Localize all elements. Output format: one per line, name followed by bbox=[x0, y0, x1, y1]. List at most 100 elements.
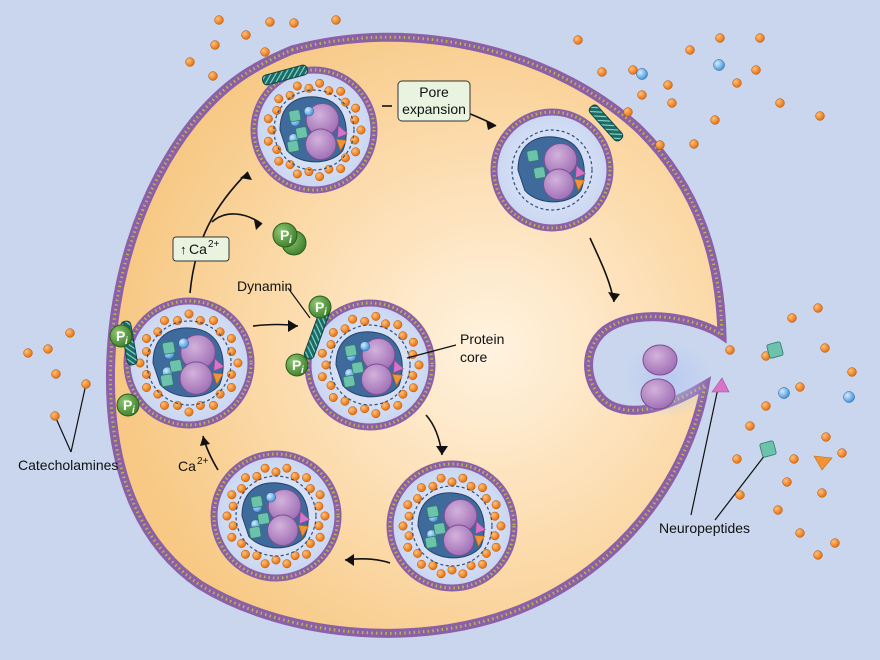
catecholamine-dot bbox=[314, 501, 324, 511]
catecholamine-free bbox=[732, 454, 742, 464]
catecholamine-dot bbox=[398, 521, 408, 531]
neuropeptide-triangle-pink bbox=[337, 125, 349, 139]
neuropeptide-square bbox=[169, 359, 183, 373]
catecholamine-free bbox=[208, 71, 218, 81]
catecholamine-free bbox=[830, 538, 840, 548]
catecholamine-dot bbox=[271, 467, 281, 477]
neuropeptide-square bbox=[526, 149, 540, 163]
catecholamine-dot bbox=[184, 407, 194, 417]
chromogranin-granule bbox=[443, 524, 475, 557]
catecholamine-dot bbox=[215, 327, 225, 337]
catecholamine-dot bbox=[274, 156, 284, 166]
catecholamine-dot bbox=[252, 471, 262, 481]
catecholamine-free bbox=[597, 67, 607, 77]
catecholamine-dot bbox=[304, 167, 314, 177]
catecholamine-free bbox=[331, 15, 341, 25]
neuropeptide-triangle-pink bbox=[299, 511, 311, 525]
catecholamine-dot bbox=[315, 490, 325, 500]
catecholamine-dot bbox=[328, 328, 338, 337]
catecholamine-free bbox=[773, 505, 783, 515]
catecholamine-free bbox=[65, 328, 75, 338]
catecholamine-free bbox=[214, 15, 224, 25]
protein-core-outline bbox=[411, 485, 493, 567]
catecholamine-free bbox=[260, 47, 270, 57]
up-arrow-icon: ↑ bbox=[180, 242, 187, 257]
neuropeptide-triangle-pink bbox=[213, 358, 225, 372]
phosphate-letter: P bbox=[116, 328, 125, 344]
catecholamine-dot bbox=[209, 316, 218, 326]
catecholamine-dot bbox=[404, 511, 414, 521]
catecholamine-dot bbox=[282, 559, 292, 569]
phosphate-subscript: i bbox=[125, 336, 128, 347]
catecholamine-dot bbox=[491, 500, 501, 510]
chromogranin-granule bbox=[267, 514, 299, 547]
neuropeptide-triangle-pink bbox=[475, 521, 487, 535]
catecholamine-dot bbox=[209, 400, 218, 410]
neuropeptide-triangle-orange-free bbox=[813, 455, 833, 471]
catecholamine-dot bbox=[371, 311, 381, 321]
catecholamine-dot bbox=[240, 473, 250, 483]
catecholamine-free bbox=[663, 80, 673, 90]
neuropeptide-square bbox=[295, 126, 308, 140]
catecholamine-free bbox=[789, 454, 799, 464]
catecholamine-dot bbox=[458, 569, 468, 579]
catecholamine-free bbox=[755, 33, 765, 43]
catecholamine-dot bbox=[413, 494, 423, 504]
catecholamine-free bbox=[50, 411, 60, 421]
catecholamine-free bbox=[185, 57, 195, 67]
neuropeptide-square bbox=[426, 505, 440, 519]
catecholamine-free bbox=[745, 421, 755, 431]
neuropeptide-triangle-orange bbox=[574, 178, 585, 191]
catecholamine-dot bbox=[348, 406, 358, 416]
catecholamines-label: Catecholamines bbox=[18, 457, 118, 473]
neuropeptide-square bbox=[161, 341, 176, 355]
catecholamine-dot bbox=[466, 561, 476, 571]
phosphate-letter: P bbox=[280, 227, 289, 243]
catecholamine-dot bbox=[260, 463, 270, 473]
neuropeptide-triangle-orange bbox=[474, 534, 485, 547]
catecholamine-free bbox=[837, 448, 847, 458]
catecholamine-free bbox=[847, 367, 857, 377]
catecholamine-dot bbox=[413, 548, 423, 558]
protein-core-outline bbox=[273, 89, 355, 171]
neuropeptide-square bbox=[160, 373, 174, 388]
catecholamine-free bbox=[623, 107, 633, 117]
blue-protein-sphere bbox=[178, 337, 189, 349]
phosphate-subscript: i bbox=[301, 365, 304, 376]
catecholamine-free bbox=[241, 30, 251, 40]
phosphate-subscript: i bbox=[132, 405, 135, 416]
catecholamine-dot bbox=[292, 169, 302, 179]
catecholamine-dot bbox=[360, 404, 370, 414]
vesicle-membrane-dots bbox=[492, 110, 612, 230]
calcium-superscript: 2+ bbox=[208, 239, 220, 250]
catecholamine-free bbox=[210, 40, 220, 50]
chromogranin-granule bbox=[543, 168, 575, 201]
phosphate-circle bbox=[116, 393, 140, 417]
blue-protein-free bbox=[713, 59, 725, 71]
chromogranin-granule bbox=[305, 128, 337, 161]
catecholamine-dot bbox=[356, 125, 366, 135]
catecholamine-dot bbox=[371, 409, 381, 419]
vesicle-membrane-dots bbox=[125, 299, 253, 427]
catecholamine-free bbox=[815, 111, 825, 121]
catecholamine-dot bbox=[351, 103, 361, 113]
catecholamine-dot bbox=[398, 389, 408, 399]
catecholamine-dot bbox=[317, 372, 327, 382]
catecholamine-free bbox=[735, 490, 745, 500]
catecholamine-free bbox=[813, 550, 823, 560]
blue-protein-sphere bbox=[303, 106, 314, 117]
catecholamine-dot bbox=[305, 538, 315, 548]
phosphate-circle bbox=[272, 222, 298, 248]
protein-core-outline bbox=[146, 320, 232, 406]
protein-core-label-line2: core bbox=[460, 349, 487, 365]
catecholamine-free bbox=[573, 35, 583, 45]
catecholamine-dot bbox=[447, 477, 457, 487]
neuropeptides-label: Neuropeptides bbox=[659, 520, 750, 536]
catecholamine-dot bbox=[408, 383, 418, 393]
catecholamine-free bbox=[782, 477, 792, 487]
catecholamine-dot bbox=[227, 369, 236, 379]
pointer-lines bbox=[54, 287, 766, 521]
catecholamine-free bbox=[265, 17, 275, 27]
